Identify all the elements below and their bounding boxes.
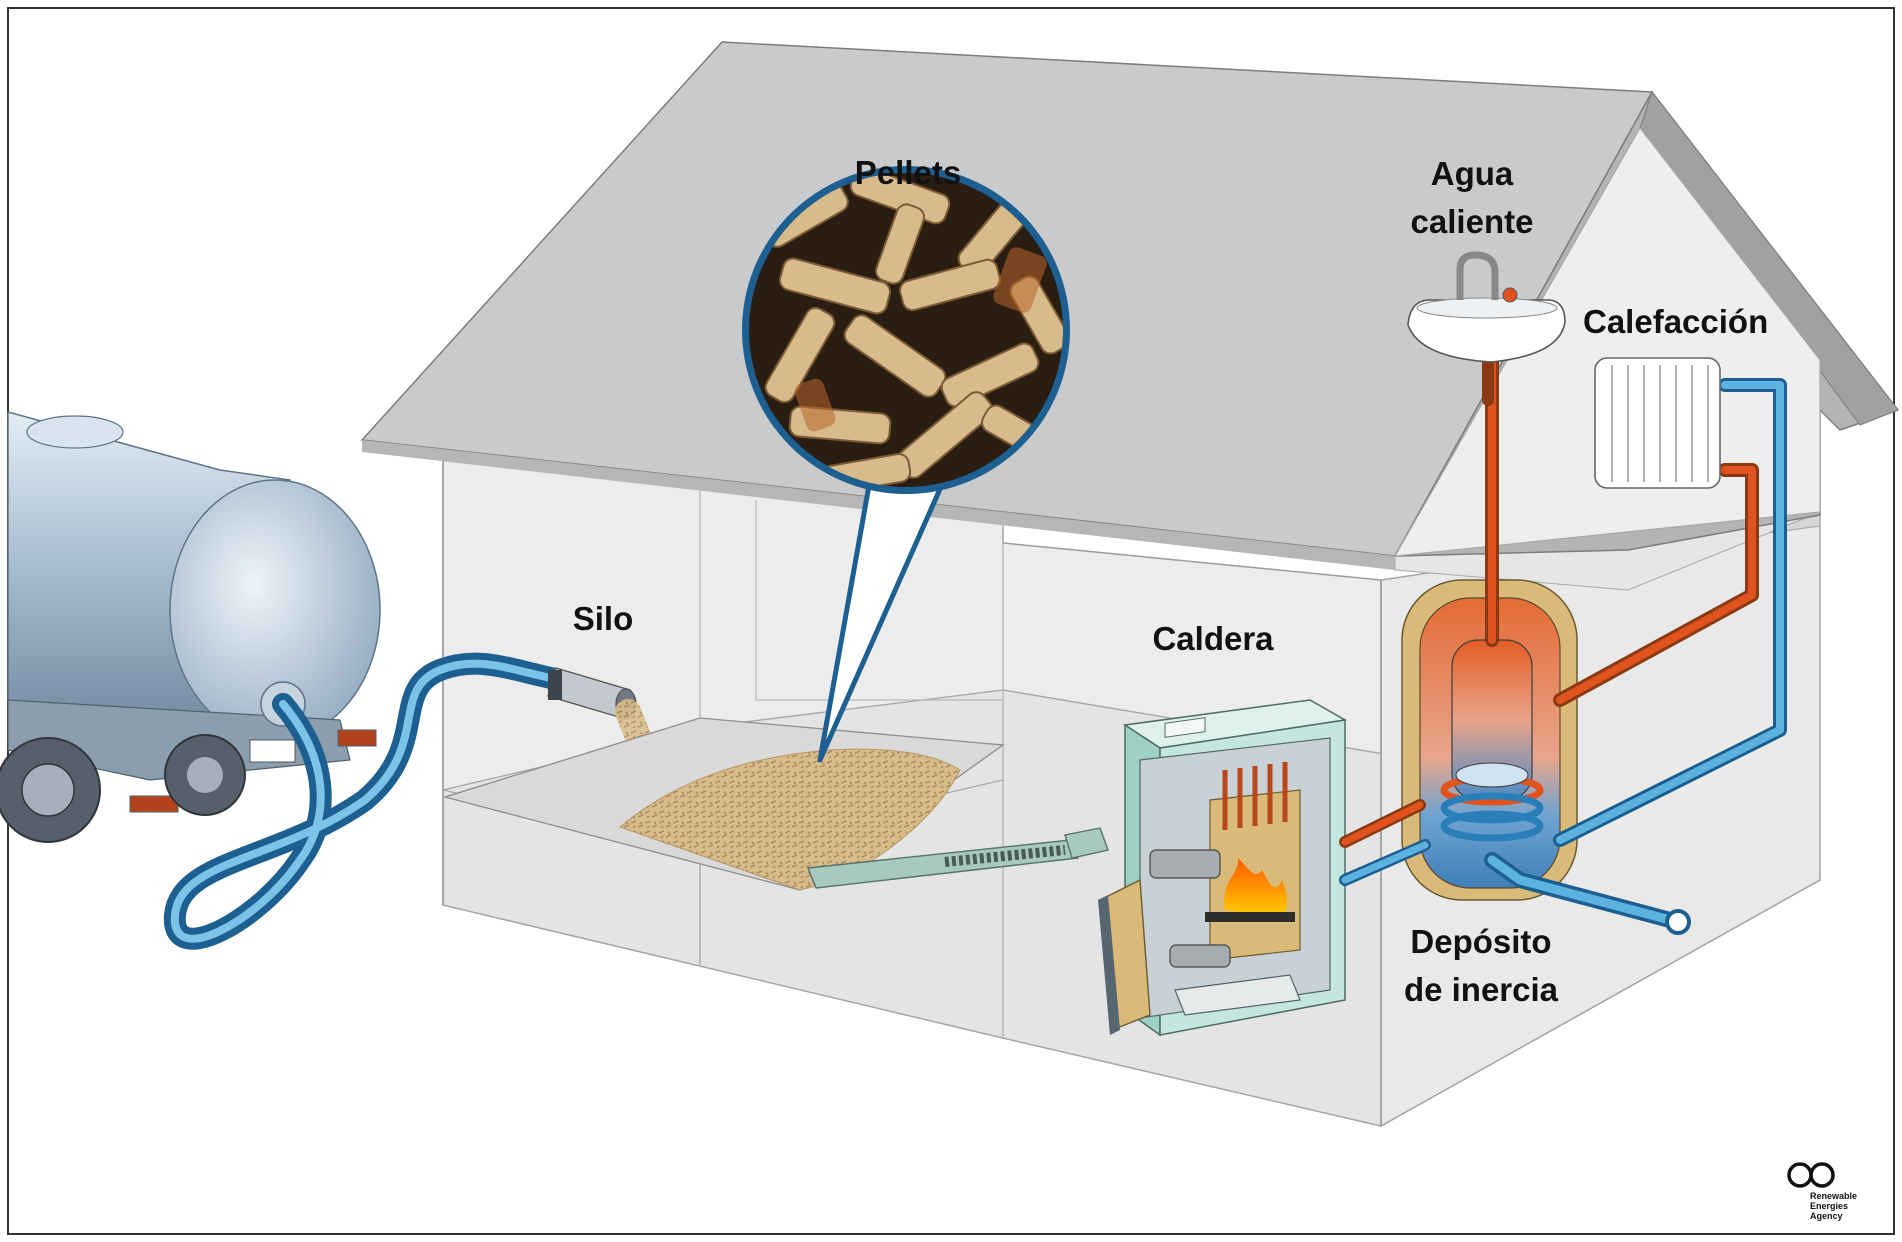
pellet-pile xyxy=(619,748,961,891)
logo-line3: Agency xyxy=(1810,1211,1843,1221)
flame xyxy=(1224,858,1288,918)
side-light xyxy=(337,729,377,747)
logo-line1: Renewable xyxy=(1810,1191,1857,1201)
pellet-closeup xyxy=(761,173,1063,487)
cold-water-inlet xyxy=(1665,909,1691,935)
boiler xyxy=(1098,699,1348,1037)
pellets-zoom xyxy=(742,166,1070,763)
logo-line2: Energies xyxy=(1810,1201,1848,1211)
pipework xyxy=(1339,323,1787,928)
tap xyxy=(1456,251,1499,300)
renewable-energies-agency-logo: Renewable Energies Agency xyxy=(1787,1162,1857,1221)
label-deposito-line2: de inercia xyxy=(1404,971,1559,1008)
buffer-tank xyxy=(1401,579,1578,901)
label-caldera: Caldera xyxy=(1152,620,1274,657)
label-deposito-line1: Depósito xyxy=(1410,923,1551,960)
radiator xyxy=(1594,357,1721,489)
label-agua-line2: caliente xyxy=(1411,203,1534,240)
tanker-truck xyxy=(0,411,381,843)
label-pellets: Pellets xyxy=(855,154,961,191)
label-silo: Silo xyxy=(573,600,634,637)
label-calefaccion: Calefacción xyxy=(1583,303,1768,340)
tank-hatch xyxy=(26,415,124,449)
silo xyxy=(442,717,1109,891)
label-agua-line1: Agua xyxy=(1431,155,1514,192)
license-plate xyxy=(249,739,296,763)
exchanger-tubes xyxy=(1222,762,1288,830)
ash-auger xyxy=(1169,944,1231,968)
burner-grate xyxy=(1205,912,1295,922)
rear-light xyxy=(129,795,179,813)
sink xyxy=(1407,251,1566,363)
